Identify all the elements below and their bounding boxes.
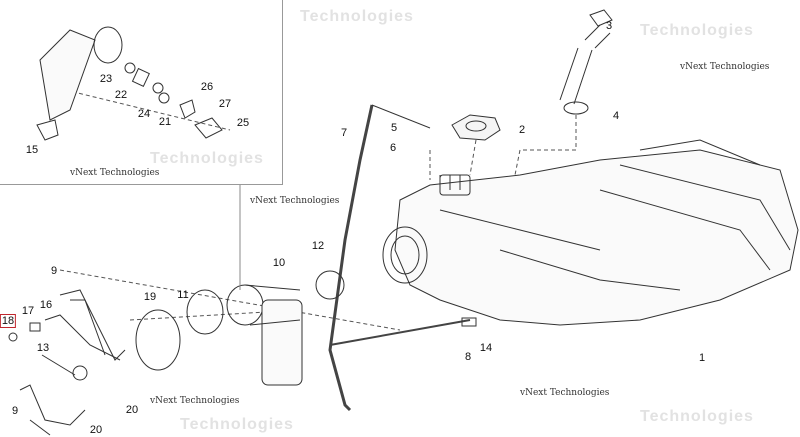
callout-8[interactable]: 8 (464, 351, 472, 363)
callout-11[interactable]: 11 (177, 289, 189, 301)
callout-24[interactable]: 24 (137, 108, 151, 120)
callout-23[interactable]: 23 (99, 73, 113, 85)
callout-10[interactable]: 10 (272, 257, 286, 269)
callout-14[interactable]: 14 (479, 342, 493, 354)
fuel-cap (451, 114, 501, 141)
fuel-line-8 (329, 319, 471, 346)
callout-5[interactable]: 5 (390, 122, 398, 134)
callout-27[interactable]: 27 (218, 98, 232, 110)
callout-4[interactable]: 4 (612, 110, 620, 122)
callout-19[interactable]: 19 (143, 291, 157, 303)
watermark-outline: Technologies (180, 416, 294, 433)
o-ring-12 (315, 270, 345, 300)
callout-2[interactable]: 2 (518, 124, 526, 136)
callout-13[interactable]: 13 (36, 342, 50, 354)
callout-16[interactable]: 16 (39, 299, 53, 311)
callout-25[interactable]: 25 (236, 117, 250, 129)
callout-21[interactable]: 21 (158, 116, 172, 128)
watermark: vNext Technologies (150, 396, 240, 406)
callout-1[interactable]: 1 (698, 352, 706, 364)
callout-12[interactable]: 12 (311, 240, 325, 252)
fitting-14 (461, 317, 477, 327)
callout-20[interactable]: 20 (125, 404, 139, 416)
callout-26[interactable]: 26 (200, 81, 214, 93)
filler-neck (559, 9, 613, 115)
callout-3[interactable]: 3 (605, 20, 613, 32)
callout-22[interactable]: 22 (114, 89, 128, 101)
lock-ring-11 (186, 289, 224, 335)
vent-hose (328, 104, 374, 412)
callout-17[interactable]: 17 (21, 305, 35, 317)
hoses (8, 289, 126, 436)
watermark-outline: Technologies (300, 8, 414, 25)
watermark: vNext Technologies (250, 196, 340, 206)
callout-15[interactable]: 15 (25, 144, 39, 156)
callout-9[interactable]: 9 (50, 265, 58, 277)
watermark-outline: Technologies (640, 408, 754, 425)
clamp-19 (135, 309, 181, 371)
watermark-outline: Technologies (640, 22, 754, 39)
watermark: vNext Technologies (520, 388, 610, 398)
watermark: vNext Technologies (70, 168, 160, 178)
inset-frame (0, 0, 283, 185)
callout-7[interactable]: 7 (340, 127, 348, 139)
watermark-outline: Technologies (150, 150, 264, 167)
inset-filter-assembly (36, 26, 241, 290)
callout-6[interactable]: 6 (389, 142, 397, 154)
watermark: vNext Technologies (680, 62, 770, 72)
fuel-pump (226, 284, 303, 386)
callout-20[interactable]: 20 (89, 424, 103, 436)
vent-line (371, 104, 431, 129)
callout-9[interactable]: 9 (11, 405, 19, 417)
fuel-tank (382, 139, 799, 326)
callout-18-selected[interactable]: 18 (0, 314, 17, 328)
